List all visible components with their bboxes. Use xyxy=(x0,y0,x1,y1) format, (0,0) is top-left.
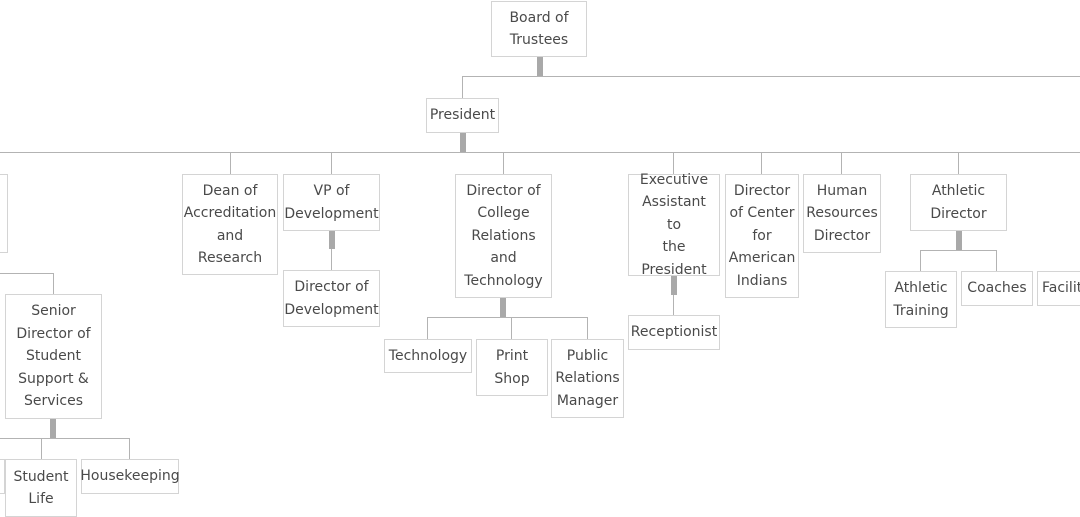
executive-assistant-node[interactable]: Executive Assistant to the President xyxy=(628,172,720,278)
partial-bottom-left-node[interactable] xyxy=(0,459,5,494)
housekeeping-node[interactable]: Housekeeping xyxy=(80,459,180,494)
connector xyxy=(462,76,463,98)
connector xyxy=(331,152,332,174)
dean-accreditation-node[interactable]: Dean of Accreditation and Research xyxy=(182,174,278,275)
connector xyxy=(673,152,674,174)
connector xyxy=(996,250,997,271)
connector xyxy=(427,317,428,339)
partial-left-node[interactable] xyxy=(0,174,8,253)
athletic-training-node[interactable]: Athletic Training xyxy=(885,271,957,328)
vp-development-node[interactable]: VP of Development xyxy=(283,174,380,231)
print-shop-node[interactable]: Print Shop xyxy=(476,339,548,396)
connector xyxy=(329,231,335,249)
connector xyxy=(0,152,1080,153)
connector xyxy=(427,317,588,318)
connector xyxy=(761,152,762,174)
connector xyxy=(0,273,54,274)
connector xyxy=(230,152,231,174)
connector xyxy=(460,133,466,152)
connector xyxy=(920,250,921,271)
connector xyxy=(331,249,332,270)
director-college-relations-node[interactable]: Director of College Relations and Techno… xyxy=(455,174,552,298)
connector xyxy=(511,317,512,339)
connector xyxy=(671,276,677,295)
connector xyxy=(462,76,1080,77)
director-development-node[interactable]: Director of Development xyxy=(283,270,380,327)
connector xyxy=(841,152,842,174)
connector xyxy=(129,438,130,459)
hr-director-node[interactable]: Human Resources Director xyxy=(803,174,881,253)
receptionist-node[interactable]: Receptionist xyxy=(628,315,720,350)
facilities-node[interactable]: Faciliti xyxy=(1037,271,1080,306)
connector xyxy=(537,57,543,76)
director-center-american-indians-node[interactable]: Director of Center for American Indians xyxy=(725,174,799,298)
connector xyxy=(53,273,54,294)
senior-director-student-support-node[interactable]: Senior Director of Student Support & Ser… xyxy=(5,294,102,419)
athletic-director-node[interactable]: Athletic Director xyxy=(910,174,1007,231)
connector xyxy=(0,438,130,439)
board-of-trustees-node[interactable]: Board of Trustees xyxy=(491,1,587,57)
student-life-node[interactable]: Student Life xyxy=(5,459,77,517)
connector xyxy=(41,438,42,459)
public-relations-manager-node[interactable]: Public Relations Manager xyxy=(551,339,624,418)
technology-node[interactable]: Technology xyxy=(384,339,472,373)
connector xyxy=(50,419,56,438)
connector xyxy=(500,298,506,317)
coaches-node[interactable]: Coaches xyxy=(961,271,1033,306)
connector xyxy=(587,317,588,339)
connector xyxy=(956,231,962,250)
president-node[interactable]: President xyxy=(426,98,499,133)
connector xyxy=(958,152,959,174)
connector xyxy=(503,152,504,174)
connector xyxy=(673,295,674,315)
connector xyxy=(920,250,997,251)
